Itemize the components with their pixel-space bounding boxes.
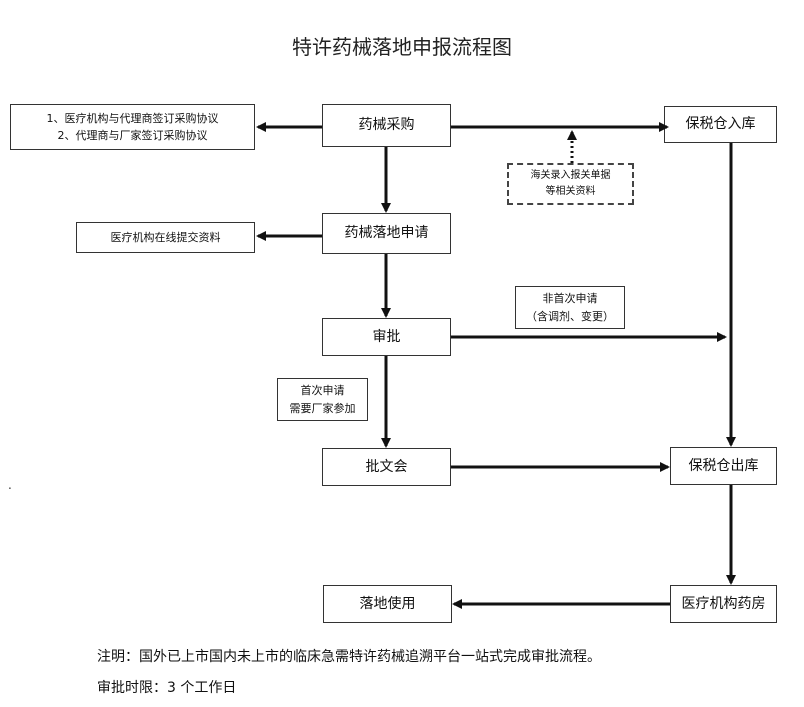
- note-non-first-line2: （含调剂、变更）: [526, 309, 614, 323]
- note-agreements-line1: 1、医疗机构与代理商签订采购协议: [46, 111, 219, 125]
- node-approval: 审批: [322, 318, 451, 356]
- note-first: 首次申请 需要厂家参加: [277, 378, 368, 421]
- node-pharmacy: 医疗机构药房: [670, 585, 777, 623]
- note-non-first: 非首次申请 （含调剂、变更）: [515, 286, 625, 329]
- footer-note: 注明：国外已上市国内未上市的临床急需特许药械追溯平台一站式完成审批流程。: [97, 649, 601, 665]
- node-use: 落地使用: [323, 585, 452, 623]
- footer-time-limit: 审批时限：3 个工作日: [97, 680, 237, 696]
- node-document: 批文会: [322, 448, 451, 486]
- note-customs: 海关录入报关单据 等相关资料: [507, 163, 634, 205]
- note-online-submit: 医疗机构在线提交资料: [76, 222, 255, 253]
- node-purchase: 药械采购: [322, 104, 451, 147]
- note-agreements: 1、医疗机构与代理商签订采购协议 2、代理商与厂家签订采购协议: [10, 104, 255, 150]
- note-agreements-line2: 2、代理商与厂家签订采购协议: [57, 129, 208, 142]
- node-bonded-out: 保税仓出库: [670, 447, 777, 485]
- note-non-first-line1: 非首次申请: [542, 292, 598, 306]
- stray-dot: .: [8, 478, 12, 492]
- note-first-line2: 需要厂家参加: [289, 401, 356, 415]
- note-customs-line1: 海关录入报关单据: [530, 170, 611, 181]
- note-customs-line2: 等相关资料: [545, 186, 596, 197]
- page-title: 特许药械落地申报流程图: [292, 35, 512, 59]
- note-first-line1: 首次申请: [300, 384, 345, 398]
- node-landing-apply: 药械落地申请: [322, 213, 451, 254]
- node-bonded-in: 保税仓入库: [664, 106, 777, 143]
